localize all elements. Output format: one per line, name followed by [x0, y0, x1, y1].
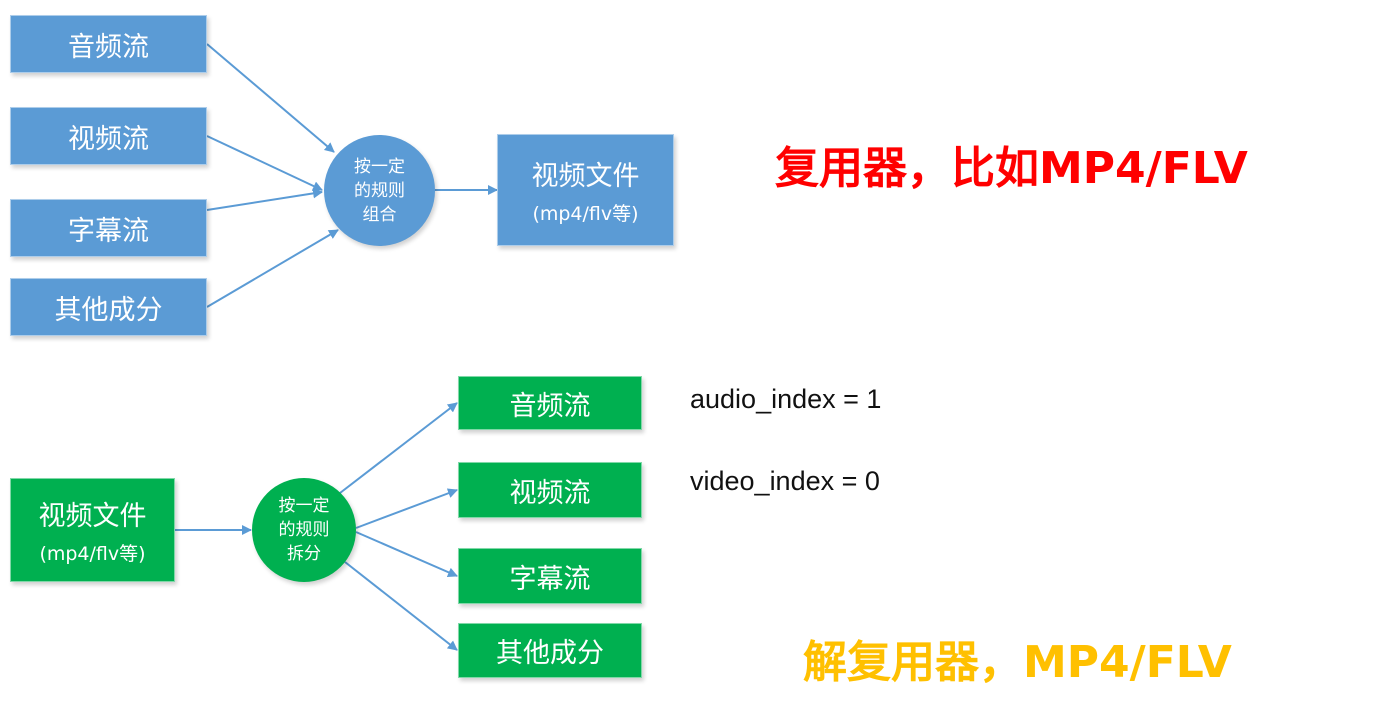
demux-process-node: 按一定 的规则 拆分 [252, 478, 356, 582]
sublabel: (mp4/flv等) [39, 543, 146, 565]
demux-output-subtitle: 字幕流 [458, 548, 642, 604]
mux-title: 复用器，比如MP4/FLV [775, 143, 1248, 194]
label: 字幕流 [509, 563, 591, 595]
mux-process-node: 按一定 的规则 组合 [324, 135, 435, 246]
arrow [206, 229, 339, 308]
arrow [344, 561, 458, 651]
arrow [206, 43, 335, 153]
arrow [355, 488, 458, 529]
demux-title: 解复用器，MP4/FLV [803, 637, 1232, 688]
label: 其他成分 [54, 294, 163, 326]
arrow [206, 135, 323, 191]
arrow [355, 531, 458, 577]
arrow [339, 402, 458, 494]
demux-output-audio: 音频流 [458, 376, 642, 430]
video-index-note: video_index = 0 [690, 466, 880, 496]
demux-input-file: 视频文件 (mp4/flv等) [10, 478, 175, 582]
label: 按一定 [354, 156, 405, 177]
label: 组合 [362, 204, 397, 225]
label: 按一定 [278, 496, 330, 516]
label: 的规则 [278, 520, 330, 540]
mux-output-file: 视频文件 (mp4/flv等) [497, 134, 674, 246]
label: 视频文件 [531, 161, 640, 192]
mux-input-other: 其他成分 [10, 278, 207, 336]
label: 的规则 [354, 180, 405, 201]
arrow [206, 188, 323, 211]
label: 音频流 [68, 31, 149, 63]
label: 视频文件 [38, 501, 147, 532]
demux-output-other: 其他成分 [458, 623, 642, 678]
mux-input-video: 视频流 [10, 107, 207, 165]
demux-output-video: 视频流 [458, 462, 642, 518]
mux-input-audio: 音频流 [10, 15, 207, 73]
mux-input-subtitle: 字幕流 [10, 199, 207, 257]
label: 视频流 [68, 123, 149, 155]
label: 其他成分 [496, 638, 604, 669]
label: 拆分 [287, 544, 321, 564]
sublabel: (mp4/flv等) [532, 203, 639, 225]
label: 字幕流 [68, 215, 149, 247]
label: 视频流 [509, 477, 591, 509]
audio-index-note: audio_index = 1 [690, 384, 882, 414]
label: 音频流 [509, 390, 591, 422]
